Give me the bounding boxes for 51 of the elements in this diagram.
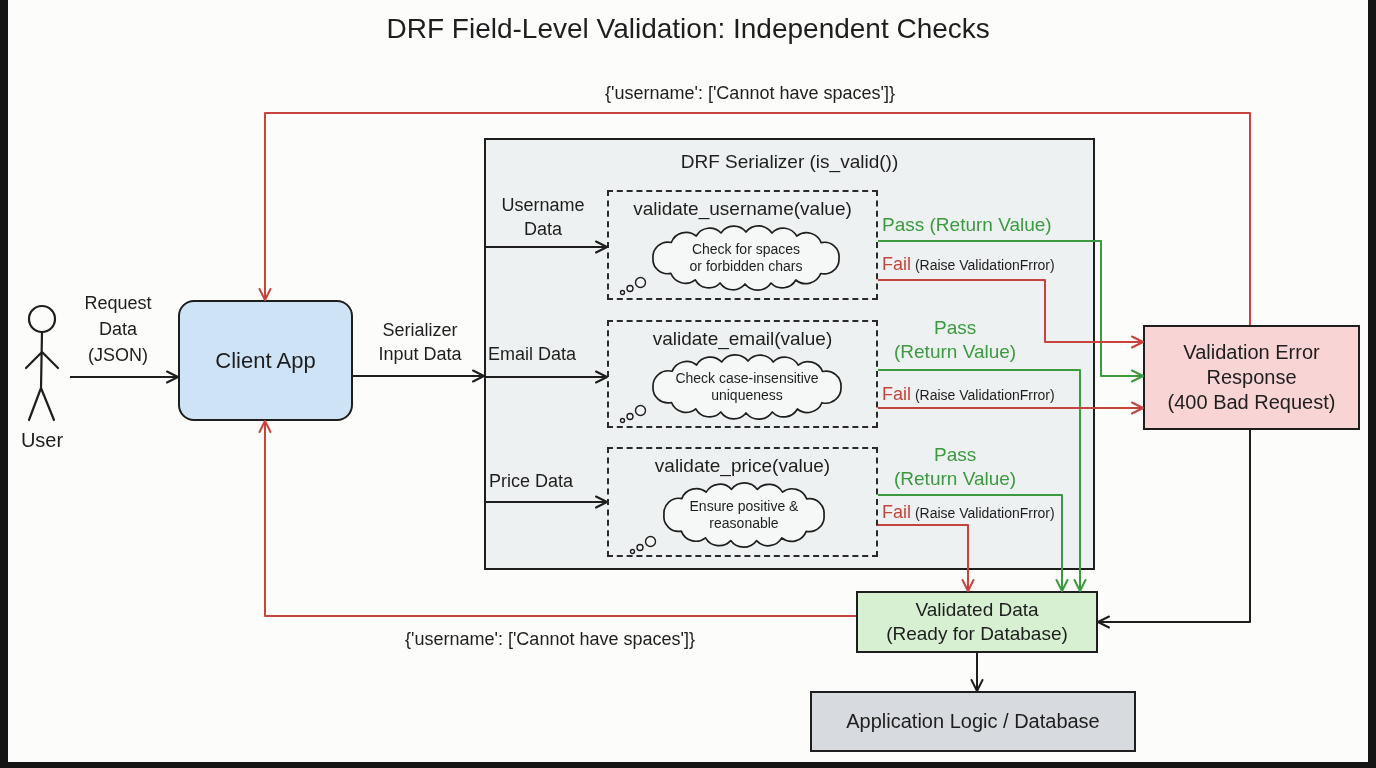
edge-label: {'username': ['Cannot have spaces']} (405, 628, 695, 651)
function-signature: validate_price(value) (654, 454, 831, 478)
function-signature: validate_email(value) (652, 327, 833, 351)
edge-label: Request Data (JSON) (83, 292, 153, 367)
edge-label: Fail (Raise ValidationFrror) (882, 253, 1055, 276)
arrow (877, 279, 1144, 349)
edge-label: Pass (Return Value) (882, 213, 1052, 237)
actor-label: User (20, 428, 64, 453)
arrow (483, 495, 608, 509)
arrow (877, 494, 1069, 592)
arrow (483, 240, 608, 254)
edge-label: Serializer Input Data (377, 319, 463, 366)
edge-label: Pass (Return Value) (894, 443, 1017, 491)
arrow (258, 420, 857, 617)
node-label: Validated Data (915, 598, 1039, 622)
validated-data-box (856, 591, 1098, 653)
edge-label: Username Data (500, 194, 586, 241)
node-sublabel: (Ready for Database) (886, 622, 1068, 646)
function-signature: validate_username(value) (633, 197, 852, 221)
error-response-box (1143, 325, 1360, 430)
edge-label: Price Data (489, 470, 574, 493)
arrow (877, 369, 1087, 592)
edge-label: Fail (Raise ValidationFrror) (882, 501, 1055, 524)
arrow (1097, 429, 1251, 629)
node-sublabel: (400 Bad Request) (1167, 390, 1336, 415)
node-label: Application Logic / Database (846, 709, 1100, 734)
validator-frame (607, 190, 878, 300)
validator-frame (607, 320, 878, 428)
node-label: Validation Error Response (1182, 340, 1321, 390)
arrow (877, 524, 975, 592)
database-box (810, 691, 1136, 752)
arrow (877, 401, 1144, 415)
edge-label: Email Data (488, 343, 577, 366)
arrow (352, 369, 485, 383)
diagram-title: DRF Field-Level Validation: Independent Checks (386, 12, 990, 46)
cloud-text: Check for spaces or forbidden chars (688, 240, 804, 276)
client-app-box (178, 300, 353, 421)
edge-label: Pass (Return Value) (894, 316, 1017, 364)
cloud-text: Ensure positive & reasonable (688, 497, 800, 533)
edge-label: {'username': ['Cannot have spaces']} (605, 82, 895, 105)
arrow (970, 652, 984, 692)
validator-frame (607, 447, 878, 557)
arrow (483, 370, 608, 384)
arrow (69, 370, 179, 384)
node-label: Client App (215, 346, 316, 375)
serializer-panel (484, 138, 1095, 570)
cloud-text: Check case-insensitive uniqueness (674, 369, 820, 405)
panel-title: DRF Serializer (is_valid()) (680, 150, 899, 174)
arrow (877, 240, 1144, 383)
arrow (258, 112, 1251, 326)
edge-label: Fail (Raise ValidationFrror) (882, 383, 1055, 406)
